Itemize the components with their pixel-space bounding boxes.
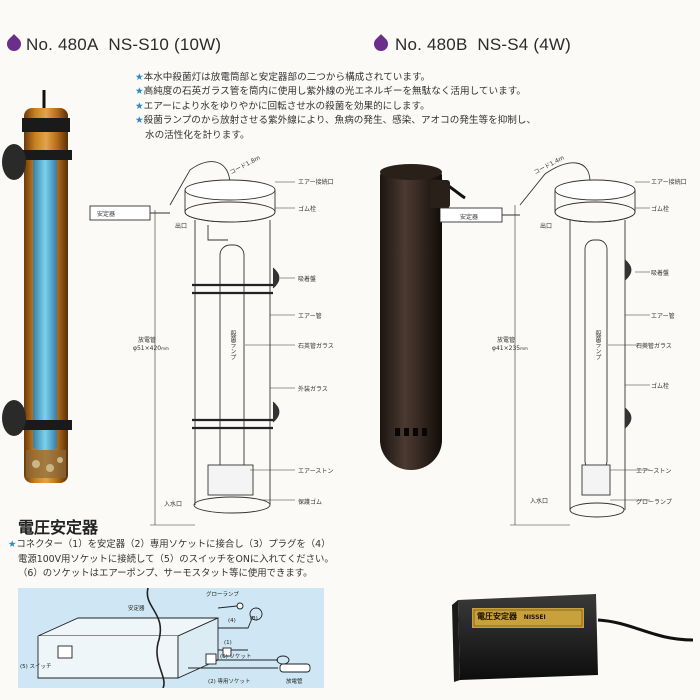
a-lamp-label: 殺菌ランプ [229, 330, 236, 360]
b-rubber-plug-label: ゴム栓 [651, 206, 670, 213]
stabilizer-title: 電圧安定器 [18, 518, 99, 537]
a-outer-glass-label: 外装ガラス [298, 386, 328, 393]
wiring-socket2: (2) 専用ソケット [208, 679, 251, 685]
b-stabilizer-label: 安定器 [460, 214, 479, 221]
a-air-stone-label: エアーストン [298, 468, 334, 475]
wiring-illustration [37, 587, 311, 689]
a-tube-label: 放電管 [138, 337, 157, 344]
star-icon: ★ [135, 72, 144, 83]
wiring-n4: (4) [228, 618, 236, 624]
a-suction-label: 吸着盤 [298, 276, 317, 283]
b-outlet-label: 出口 [540, 223, 553, 230]
b-lamp-label: 殺菌ランプ [594, 330, 601, 360]
description-line: ★エアーにより水をゆりやかに回転させ水の殺菌を効果的にします。 [135, 100, 430, 112]
description: ★本水中殺菌灯は放電筒部と安定器部の二つから構成されています。 ★高純度の石英ガ… [135, 71, 536, 143]
a-quartz-label: 石英管ガラス [298, 343, 334, 350]
description-line: ★殺菌ランプのから放射させる紫外線により、魚病の発生、感染、アオコの発生等を抑制… [135, 115, 537, 127]
product-b-photo [380, 164, 466, 470]
b-air-pipe-label: エアー管 [651, 313, 675, 320]
b-suction-label: 吸着盤 [651, 270, 670, 277]
stabilizer-instructions: ★コネクター（1）を安定器（2）専用ソケットに接合し（3）プラグを（4） 電源1… [8, 538, 334, 582]
star-icon: ★ [8, 539, 17, 550]
b-tube-label: 放電管 [497, 337, 516, 344]
product-a-number: No. 480A [26, 35, 99, 54]
description-line: ★本水中殺菌灯は放電筒部と安定器部の二つから構成されています。 [135, 72, 431, 83]
product-a-title: No. 480A NS-S10 (10W) [26, 35, 221, 55]
b-glow-lamp-label: グローランプ [636, 499, 672, 506]
instruction-line: （6）のソケットはエアーポンプ、サーモスタット等に使用できます。 [18, 568, 313, 580]
diagram-a [89, 161, 295, 526]
device-label-main: 電圧安定器 [477, 612, 517, 621]
wiring-n1: (1) [224, 640, 232, 646]
description-line: ★高純度の石英ガラス管を筒内に使用し紫外線の光エネルギーを無駄なく活用しています… [135, 86, 526, 98]
device-label-brand: NISSEI [523, 614, 546, 621]
diagram-b [440, 162, 650, 526]
b-quartz-label: 石英管ガラス [636, 343, 672, 350]
wiring-n3: (3) [250, 616, 258, 622]
a-air-pipe-label: エアー管 [298, 313, 322, 320]
a-tube-size: φ51×420mm [133, 345, 169, 352]
wiring-discharge-tube: 放電管 [286, 679, 303, 685]
wiring-diagram: グローランプ 安定器 (4) (3) (1) (5) スイッチ (6) ソケット… [18, 587, 324, 689]
product-b-number: No. 480B [395, 35, 468, 54]
stabilizer-device-photo [452, 594, 694, 682]
a-outlet-label: 出口 [175, 223, 188, 230]
star-icon: ★ [135, 86, 144, 98]
wiring-socket6: (6) ソケット [220, 654, 252, 660]
b-air-inlet-label: エアー接続口 [651, 179, 687, 186]
a-air-inlet-label: エアー接続口 [298, 179, 334, 186]
a-protect-rubber-label: 保護ゴム [298, 499, 323, 506]
star-icon: ★ [135, 100, 144, 112]
product-a-model: NS-S10 (10W) [108, 35, 222, 54]
instruction-line: ★コネクター（1）を安定器（2）専用ソケットに接合し（3）プラグを（4） [8, 539, 331, 550]
wiring-glow-lamp: グローランプ [206, 592, 239, 598]
instruction-line: 電源100V用ソケットに接続して（5）のスイッチをONに入れてください。 [18, 553, 334, 565]
description-line: 水の活性化を計ります。 [145, 129, 250, 141]
a-inlet-label: 入水口 [164, 501, 183, 508]
drop-bullet-icon [371, 34, 391, 54]
product-a-photo [2, 90, 72, 483]
wiring-switch: (5) スイッチ [20, 664, 52, 670]
b-inlet-label: 入水口 [530, 498, 549, 505]
wiring-stabilizer: 安定器 [128, 606, 145, 612]
b-tube-size: φ41×235mm [492, 345, 528, 352]
device-label: 電圧安定器 NISSEI [477, 611, 585, 622]
b-air-stone-label: エアーストン [636, 468, 672, 475]
a-stabilizer-label: 安定器 [97, 211, 116, 218]
product-b-title: No. 480B NS-S4 (4W) [395, 35, 571, 55]
drop-bullet-icon [4, 34, 24, 54]
star-icon: ★ [135, 115, 144, 127]
product-b-model: NS-S4 (4W) [477, 35, 571, 54]
a-rubber-plug-label: ゴム栓 [298, 206, 317, 213]
b-rubber-ring-label: ゴム栓 [651, 383, 670, 390]
